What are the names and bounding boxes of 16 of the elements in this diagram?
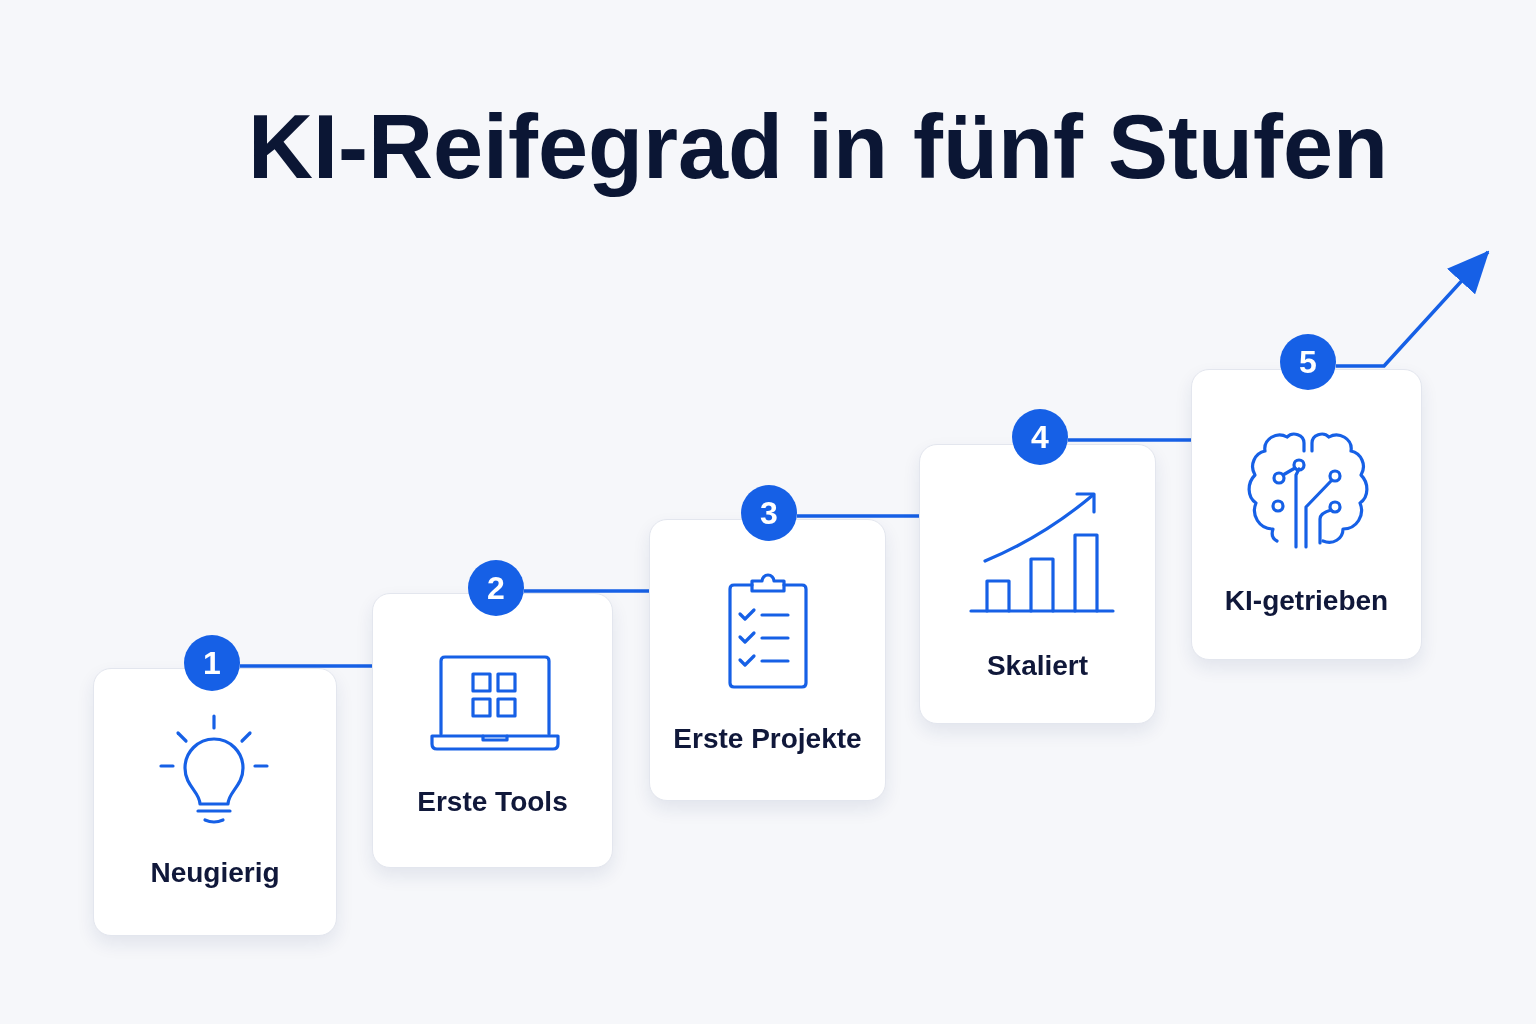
step-label: Neugierig	[150, 856, 280, 890]
step-label: Erste Projekte	[673, 722, 862, 756]
connector-line	[797, 514, 919, 518]
step-label: Skaliert	[986, 649, 1089, 683]
step-number-badge: 3	[741, 485, 797, 541]
step-label: KI-getrieben	[1224, 584, 1389, 618]
connector-line	[1068, 438, 1191, 442]
title: KI-Reifegrad in fünf Stufen	[248, 96, 1388, 199]
step-label: Erste Tools	[417, 785, 568, 819]
step-number-badge: 1	[184, 635, 240, 691]
step-number-badge: 2	[468, 560, 524, 616]
connector-line	[524, 589, 649, 593]
arrow	[1336, 250, 1490, 368]
connector-line	[240, 664, 372, 668]
step-number-badge: 5	[1280, 334, 1336, 390]
step-number-badge: 4	[1012, 409, 1068, 465]
